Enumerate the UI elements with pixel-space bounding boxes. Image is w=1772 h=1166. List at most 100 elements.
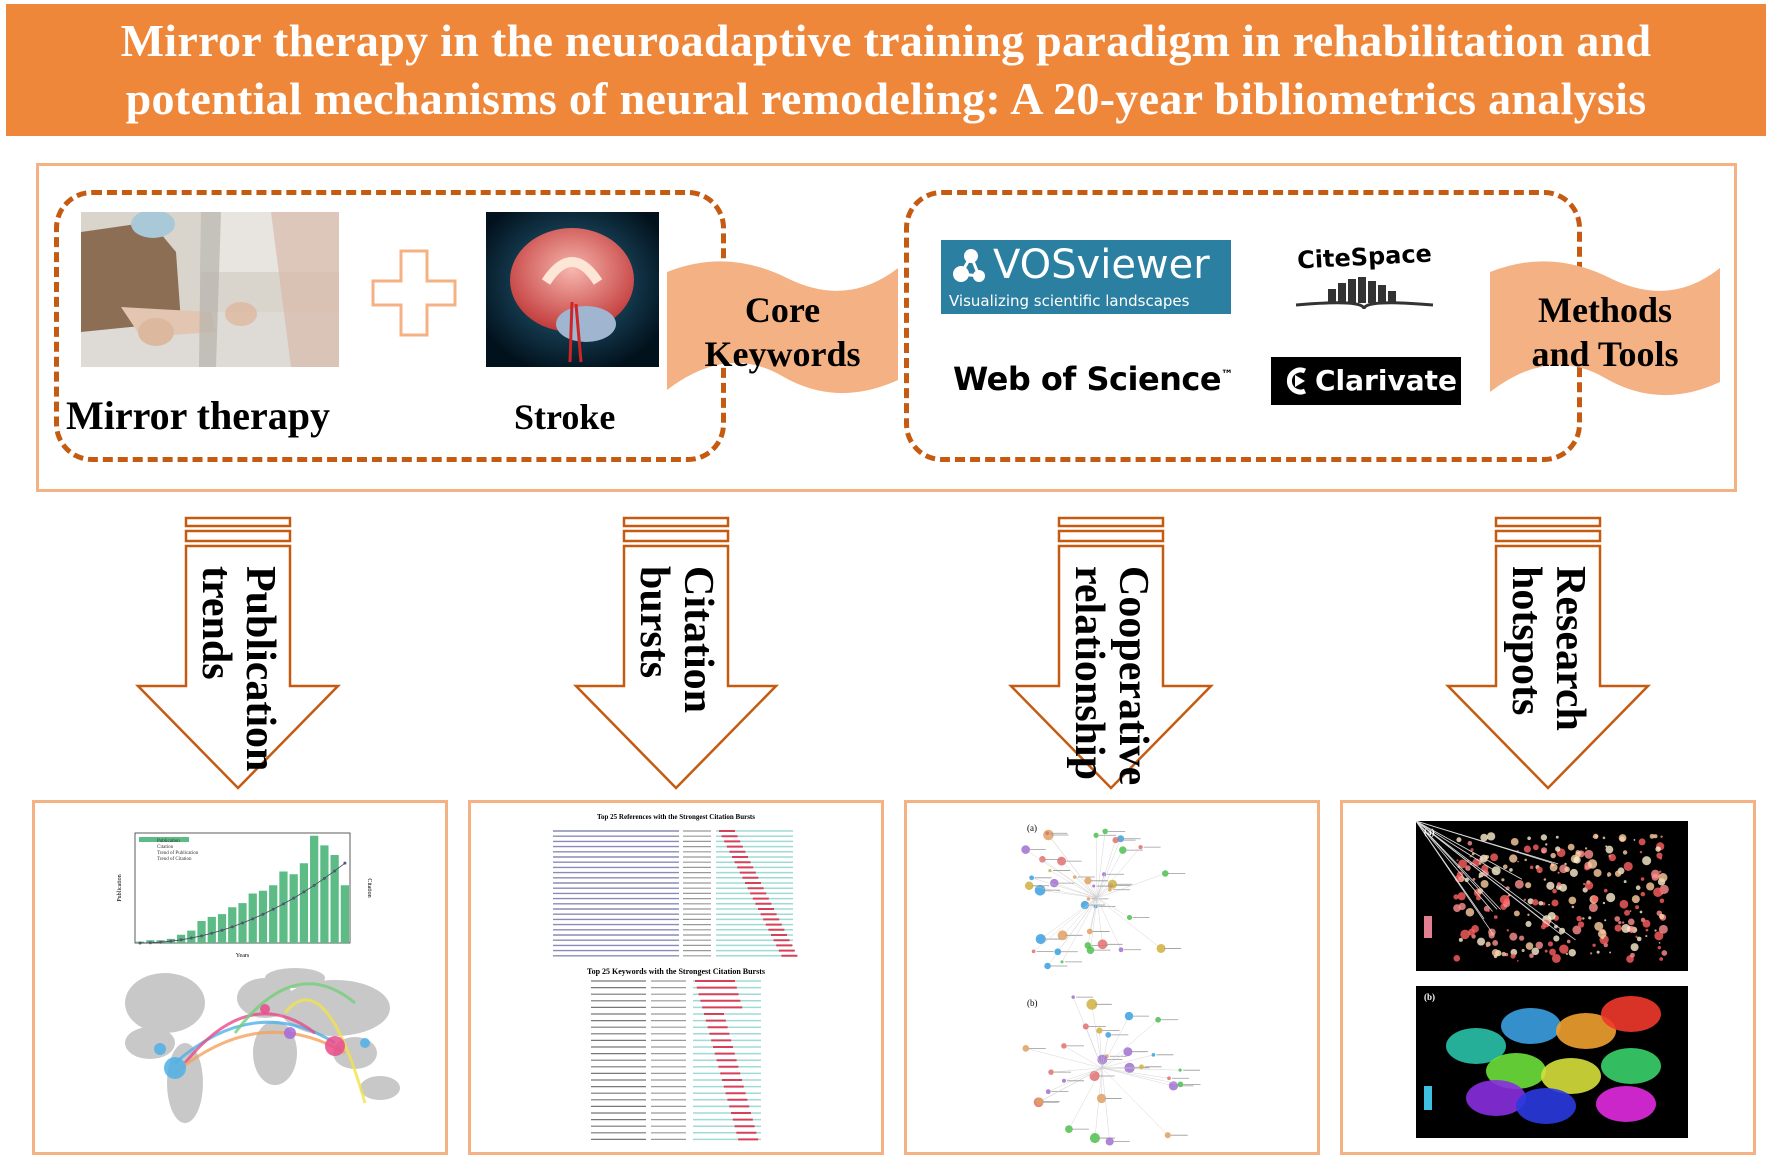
trademark: ™: [1221, 367, 1233, 382]
keyword-node: [1532, 899, 1539, 906]
network-node: [1096, 1093, 1107, 1104]
legend-label: Trend of Citation: [157, 857, 192, 862]
keyword-node: [1587, 859, 1598, 869]
country-node: [154, 1043, 166, 1055]
keyword-node: [1635, 905, 1640, 910]
citation-point: [302, 890, 306, 894]
title-line-1: Mirror therapy in the neuroadaptive trai…: [120, 15, 1652, 66]
color-legend: [1424, 1086, 1432, 1110]
network-edge: [1101, 1067, 1110, 1142]
legend-label: Trend of Publication: [157, 851, 199, 856]
network-edge: [1040, 889, 1098, 899]
keyword-node: [1464, 877, 1469, 883]
keyword-node: [1467, 840, 1473, 846]
keyword-node: [1657, 945, 1662, 950]
keyword-node: [1577, 921, 1585, 928]
network-edge: [1101, 1016, 1130, 1069]
citation-point: [220, 928, 224, 932]
keywords-burst-title: Top 25 Keywords with the Strongest Citat…: [586, 967, 765, 976]
continent-shape: [360, 1076, 400, 1100]
keyword-node: [1513, 910, 1520, 917]
keyword-node: [1642, 856, 1652, 866]
network-edge: [1051, 1067, 1103, 1073]
keyword-node: [1594, 921, 1604, 931]
collaboration-arc: [174, 1020, 336, 1065]
keyword-node: [1655, 846, 1661, 852]
arrow-shape-icon: [573, 516, 779, 790]
x-axis-label: Years: [236, 953, 250, 959]
keyword-node: [1540, 834, 1548, 841]
network-edge: [1085, 1026, 1103, 1069]
publication-bar: [289, 874, 298, 943]
network-edge: [1039, 1067, 1103, 1102]
keyword-node: [1558, 927, 1566, 934]
keyword-node: [1545, 843, 1548, 846]
citespace-name: CiteSpace: [1296, 239, 1433, 275]
keyword-node: [1472, 877, 1476, 881]
keyword-node: [1456, 859, 1459, 862]
vosviewer-logo: VOSviewer Visualizing scientific landsca…: [941, 240, 1231, 314]
keyword-node: [1529, 865, 1534, 870]
keyword-node: [1597, 929, 1607, 939]
continent-shape: [280, 980, 390, 1036]
keyword-node: [1485, 944, 1489, 948]
research-hotspots-panel: (a) (b): [1340, 800, 1756, 1155]
citation-point: [169, 939, 173, 943]
network-edge: [1090, 897, 1098, 951]
keyword-label: [1415, 820, 1559, 865]
keyword-node: [1517, 860, 1519, 863]
mirror-therapy-photo: [81, 212, 339, 367]
keyword-node: [1535, 941, 1543, 949]
keyword-node: [1622, 850, 1628, 855]
keyword-node: [1527, 913, 1530, 916]
citation-point: [189, 936, 193, 940]
keyword-node: [1659, 898, 1665, 904]
network-node: [1061, 1043, 1067, 1049]
keyword-node: [1487, 909, 1490, 912]
network-edge: [1047, 833, 1098, 899]
web-of-science-logo: Web of Science™: [953, 360, 1233, 398]
keyword-node: [1490, 853, 1499, 862]
citation-point: [210, 931, 214, 935]
publication-bar: [320, 845, 329, 943]
keyword-node: [1656, 852, 1663, 859]
keyword-node: [1491, 866, 1501, 876]
collaboration-arc: [283, 998, 367, 1104]
publication-bar: [330, 855, 339, 943]
keyword-node: [1491, 949, 1500, 957]
keyword-node: [1551, 899, 1559, 907]
network-node: [1035, 1097, 1044, 1106]
hotspot-a-label: (a): [1424, 827, 1435, 837]
keyword-node: [1553, 935, 1560, 942]
citation-bursts-panel: Top 25 References with the Strongest Cit…: [468, 800, 884, 1155]
keyword-node: [1481, 864, 1489, 872]
keyword-node: [1572, 925, 1582, 935]
keyword-node: [1465, 865, 1471, 871]
network-node: [1086, 946, 1095, 954]
keyword-node: [1645, 928, 1649, 932]
keyword-node: [1521, 948, 1525, 953]
arrow-shape-icon: [1008, 516, 1214, 790]
network-edge: [1101, 1019, 1159, 1069]
clarivate-icon: [1285, 367, 1311, 395]
keyword-node: [1622, 927, 1625, 929]
publication-bar: [310, 835, 319, 943]
network-node: [1167, 1076, 1171, 1081]
citation-point: [343, 861, 347, 865]
keyword-node: [1551, 953, 1561, 963]
network-node: [1162, 870, 1169, 877]
keyword-node: [1623, 861, 1633, 871]
web-of-science-name: Web of Science: [953, 360, 1222, 398]
network-edge: [1093, 885, 1098, 899]
network-edge: [1061, 860, 1098, 899]
network-edge: [1049, 870, 1098, 899]
network-node: [1072, 875, 1077, 879]
network-edge: [1095, 835, 1098, 899]
keyword-node: [1604, 919, 1607, 922]
keyword-node: [1659, 957, 1664, 961]
network-edge: [1101, 1067, 1168, 1136]
keyword-node: [1630, 943, 1639, 952]
keyword-node: [1550, 852, 1556, 859]
keyword-node: [1486, 832, 1496, 841]
